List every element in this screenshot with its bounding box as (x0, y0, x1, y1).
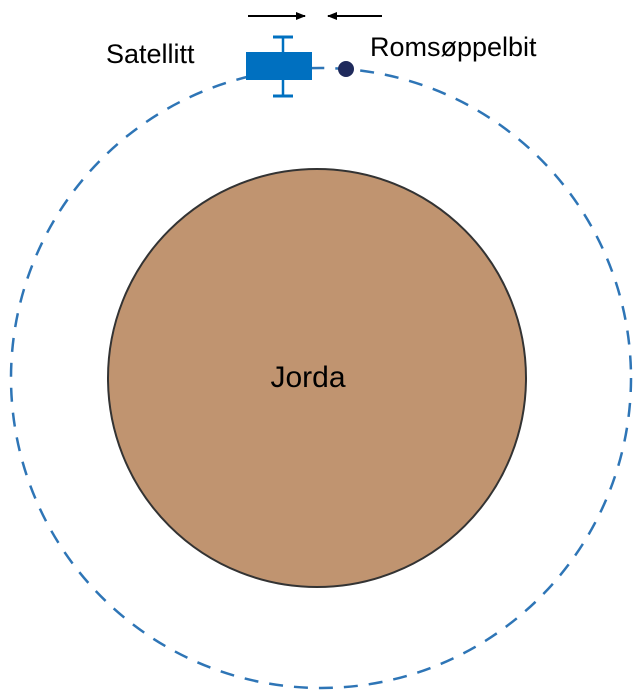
debris-label: Romsøppelbit (370, 32, 537, 62)
debris-dot-icon (338, 61, 354, 77)
earth-label: Jorda (270, 361, 345, 394)
orbit-path (9, 66, 633, 690)
earth-circle (107, 168, 527, 588)
satellite-icon (246, 35, 312, 98)
satellite-label: Satellitt (106, 39, 195, 69)
